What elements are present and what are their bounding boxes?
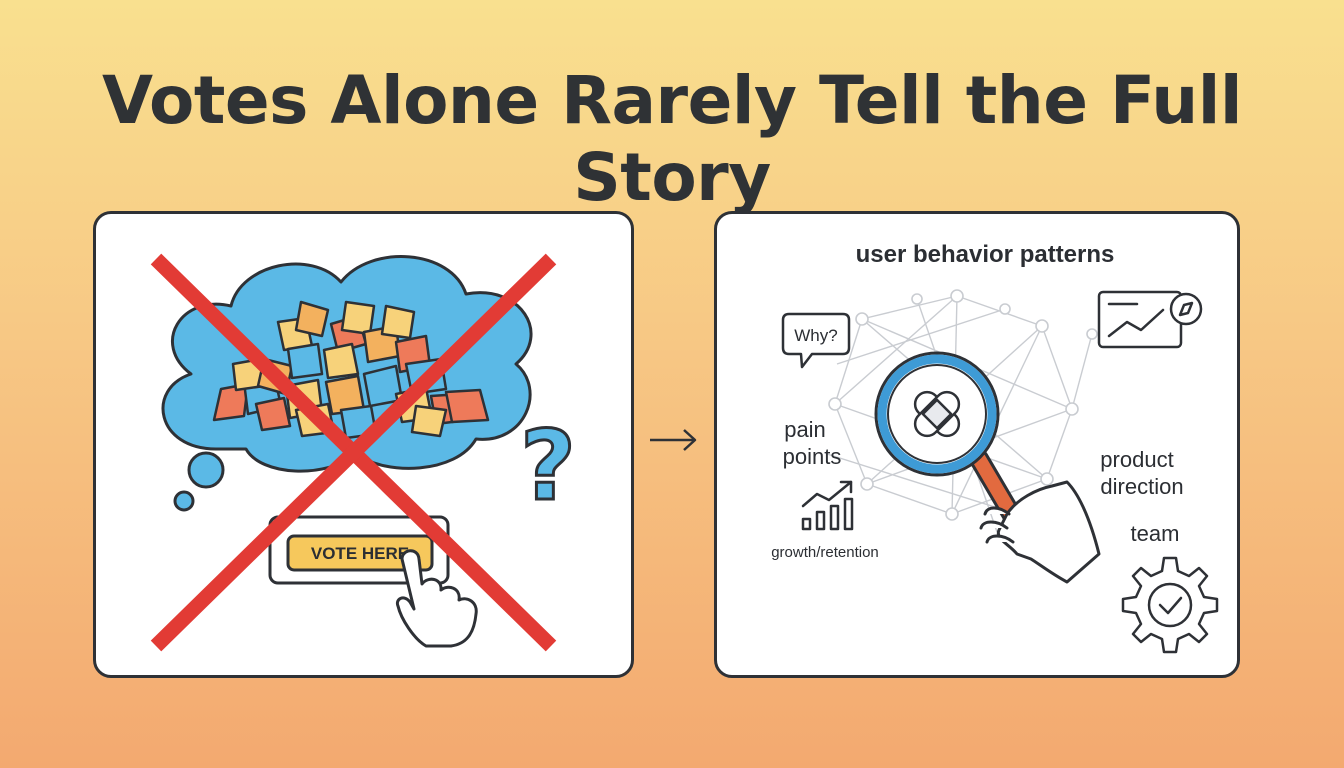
growth-bars-icon xyxy=(801,480,854,531)
insights-panel: user behavior patterns xyxy=(714,211,1240,678)
team-label: team xyxy=(1131,521,1180,546)
vote-here-button[interactable]: VOTE HERE xyxy=(286,534,434,572)
growth-retention-label: growth/retention xyxy=(771,544,879,561)
right-arrow-icon xyxy=(650,429,697,451)
panel-heading: user behavior patterns xyxy=(856,241,1115,268)
votes-panel: ? VOTE HERE xyxy=(93,211,634,678)
pain-label-line1: pain xyxy=(784,417,826,442)
why-speech-bubble: Why? xyxy=(781,312,851,369)
bandage-icon xyxy=(913,390,961,438)
vote-button-label: VOTE HERE xyxy=(311,544,409,563)
product-label-line2: direction xyxy=(1100,474,1183,499)
rejection-cross-icon xyxy=(150,253,557,652)
analytics-chart-icon xyxy=(1097,290,1203,349)
gear-check-icon xyxy=(1121,556,1219,654)
pointing-hand-icon xyxy=(395,549,478,648)
pain-label-line2: points xyxy=(783,444,842,469)
why-label: Why? xyxy=(794,326,837,345)
insights-illustration: user behavior patterns xyxy=(771,241,1219,654)
votes-illustration: ? VOTE HERE xyxy=(150,253,577,652)
holding-hand-icon xyxy=(979,480,1101,584)
page-title: Votes Alone Rarely Tell the Full Story xyxy=(102,62,1243,216)
product-label-line1: product xyxy=(1100,447,1173,472)
question-mark-icon: ? xyxy=(520,410,576,522)
vote-tiles-pile xyxy=(212,300,490,440)
